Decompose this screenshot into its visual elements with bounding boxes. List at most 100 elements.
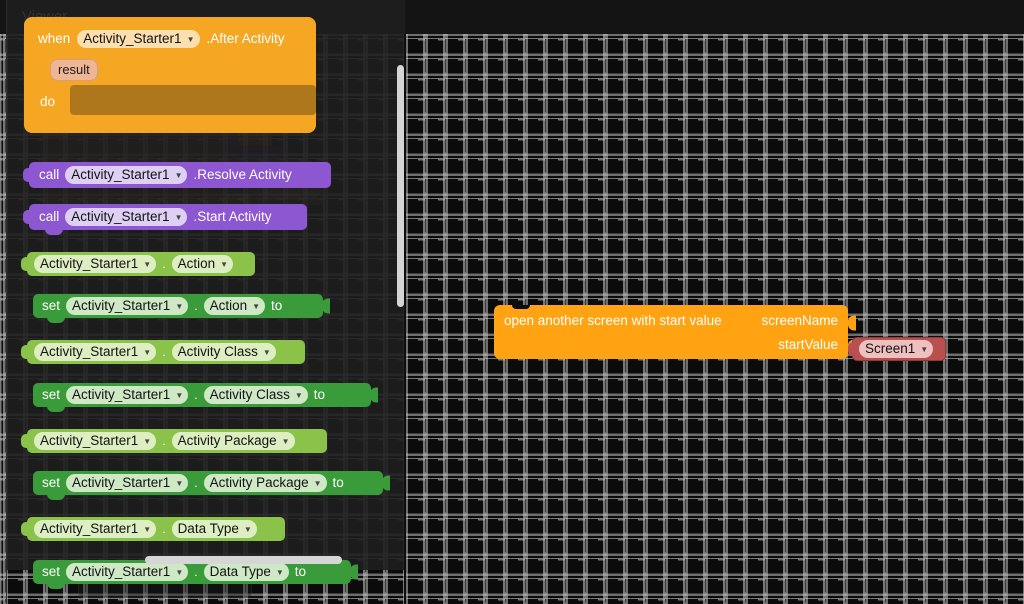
component-dropdown[interactable]: Activity_Starter1 ▼ xyxy=(65,166,188,184)
to-label: to xyxy=(271,298,283,314)
value-socket[interactable] xyxy=(322,298,330,314)
dot-separator: . xyxy=(194,565,198,579)
value-socket[interactable] xyxy=(370,387,378,403)
block-left-plug xyxy=(23,168,31,182)
property-name: Action xyxy=(209,298,248,313)
block-bottom-notch xyxy=(45,229,63,235)
component-name: Activity_Starter1 xyxy=(72,298,171,313)
value-socket[interactable] xyxy=(350,564,358,580)
caret-down-icon: ▼ xyxy=(175,301,184,311)
caret-down-icon: ▼ xyxy=(174,170,183,180)
dot-separator: . xyxy=(162,434,166,448)
property-name: Activity Package xyxy=(209,475,309,490)
component-dropdown[interactable]: Activity_Starter1 ▼ xyxy=(66,386,189,404)
caret-down-icon: ▼ xyxy=(174,212,183,222)
component-dropdown[interactable]: Activity_Starter1 ▼ xyxy=(34,343,157,361)
block-left-plug xyxy=(21,345,29,359)
caret-down-icon: ▼ xyxy=(275,567,284,577)
flyout-block-get-activity-package[interactable]: Activity_Starter1 ▼ . Activity Package ▼ xyxy=(21,429,327,453)
flyout-block-resolve-activity[interactable]: call Activity_Starter1 ▼ .Resolve Activi… xyxy=(23,162,331,188)
block-top-notch xyxy=(512,305,530,309)
property-dropdown[interactable]: Activity Package ▼ xyxy=(171,432,295,450)
block-left-plug xyxy=(23,210,31,224)
property-name: Action xyxy=(177,256,216,271)
property-dropdown[interactable]: Data Type ▼ xyxy=(203,563,289,581)
method-name: .Start Activity xyxy=(193,209,272,225)
set-label: set xyxy=(42,564,61,580)
dot-separator: . xyxy=(162,345,166,359)
caret-down-icon: ▼ xyxy=(143,524,152,534)
caret-down-icon: ▼ xyxy=(920,344,929,354)
event-param-result[interactable]: result xyxy=(50,59,98,81)
block-bottom-notch xyxy=(47,406,65,412)
dot-separator: . xyxy=(162,522,166,536)
do-slot[interactable] xyxy=(70,85,316,115)
flyout-block-start-activity[interactable]: call Activity_Starter1 ▼ .Start Activity xyxy=(23,204,307,235)
block-left-plug xyxy=(21,257,29,271)
component-name: Activity_Starter1 xyxy=(71,167,170,182)
component-name: Activity_Starter1 xyxy=(83,31,182,46)
component-dropdown[interactable]: Activity_Starter1 ▼ xyxy=(66,474,189,492)
set-label: set xyxy=(42,387,61,403)
screen-chooser-block[interactable]: Screen1 ▼ xyxy=(848,337,946,361)
dot-separator: . xyxy=(194,388,198,402)
caret-down-icon: ▼ xyxy=(294,390,303,400)
screen-name-dropdown[interactable]: Screen1 ▼ xyxy=(859,340,934,358)
flyout-horizontal-scrollbar[interactable] xyxy=(145,556,342,564)
workspace-left-edge xyxy=(6,34,7,604)
component-dropdown[interactable]: Activity_Starter1 ▼ xyxy=(34,432,157,450)
property-dropdown[interactable]: Data Type ▼ xyxy=(171,520,257,538)
component-dropdown[interactable]: Activity_Starter1 ▼ xyxy=(34,255,157,273)
screenname-arg-label: screenName xyxy=(761,313,838,328)
to-label: to xyxy=(332,475,344,491)
block-left-plug xyxy=(21,522,29,536)
block-bottom-notch xyxy=(47,317,65,323)
dot-separator: . xyxy=(194,476,198,490)
flyout-block-set-data-type[interactable]: set Activity_Starter1 ▼ . Data Type ▼ to xyxy=(33,560,358,589)
property-name: Data Type xyxy=(209,564,271,579)
property-dropdown[interactable]: Activity Class ▼ xyxy=(171,343,276,361)
property-dropdown[interactable]: Activity Class ▼ xyxy=(203,386,308,404)
set-label: set xyxy=(42,475,61,491)
component-dropdown[interactable]: Activity_Starter1 ▼ xyxy=(34,520,157,538)
flyout-right-edge xyxy=(404,34,406,604)
screen-block-plug xyxy=(848,342,856,356)
flyout-block-set-activity-package[interactable]: set Activity_Starter1 ▼ . Activity Packa… xyxy=(33,471,390,500)
dot-separator: . xyxy=(194,299,198,313)
dot-separator: . xyxy=(162,257,166,271)
flyout-block-get-activity-class[interactable]: Activity_Starter1 ▼ . Activity Class ▼ xyxy=(21,340,305,364)
block-left-plug xyxy=(21,434,29,448)
flyout-block-after-activity[interactable]: when Activity_Starter1 ▼ .After Activity… xyxy=(24,17,316,133)
flyout-block-set-activity-class[interactable]: set Activity_Starter1 ▼ . Activity Class… xyxy=(33,383,378,412)
component-dropdown[interactable]: Activity_Starter1 ▼ xyxy=(66,563,189,581)
flyout-block-set-action[interactable]: set Activity_Starter1 ▼ . Action ▼ to xyxy=(33,294,330,323)
flyout-block-get-action[interactable]: Activity_Starter1 ▼ . Action ▼ xyxy=(21,252,255,276)
component-name: Activity_Starter1 xyxy=(40,433,139,448)
caret-down-icon: ▼ xyxy=(143,259,152,269)
caret-down-icon: ▼ xyxy=(313,478,322,488)
property-name: Activity Package xyxy=(177,433,277,448)
component-flyout[interactable]: when Activity_Starter1 ▼ .After Activity… xyxy=(7,0,405,589)
property-dropdown[interactable]: Activity Package ▼ xyxy=(203,474,327,492)
caret-down-icon: ▼ xyxy=(186,34,195,44)
component-name: Activity_Starter1 xyxy=(72,387,171,402)
open-another-screen-block[interactable]: open another screen with start value scr… xyxy=(494,305,856,359)
property-dropdown[interactable]: Action ▼ xyxy=(203,297,266,315)
when-label: when xyxy=(38,31,71,47)
block-bottom-notch xyxy=(47,494,65,500)
screenname-socket[interactable] xyxy=(848,315,856,331)
component-name: Activity_Starter1 xyxy=(71,209,170,224)
value-socket[interactable] xyxy=(382,475,390,491)
component-dropdown[interactable]: Activity_Starter1 ▼ xyxy=(66,297,189,315)
flyout-block-get-data-type[interactable]: Activity_Starter1 ▼ . Data Type ▼ xyxy=(21,517,285,541)
component-dropdown[interactable]: Activity_Starter1 ▼ xyxy=(65,208,188,226)
caret-down-icon: ▼ xyxy=(143,436,152,446)
flyout-vertical-scrollbar[interactable] xyxy=(397,65,404,307)
property-dropdown[interactable]: Action ▼ xyxy=(171,255,234,273)
call-label: call xyxy=(39,209,60,225)
to-label: to xyxy=(313,387,326,403)
to-label: to xyxy=(294,564,307,580)
caret-down-icon: ▼ xyxy=(252,301,261,311)
component-dropdown[interactable]: Activity_Starter1 ▼ xyxy=(77,30,200,48)
